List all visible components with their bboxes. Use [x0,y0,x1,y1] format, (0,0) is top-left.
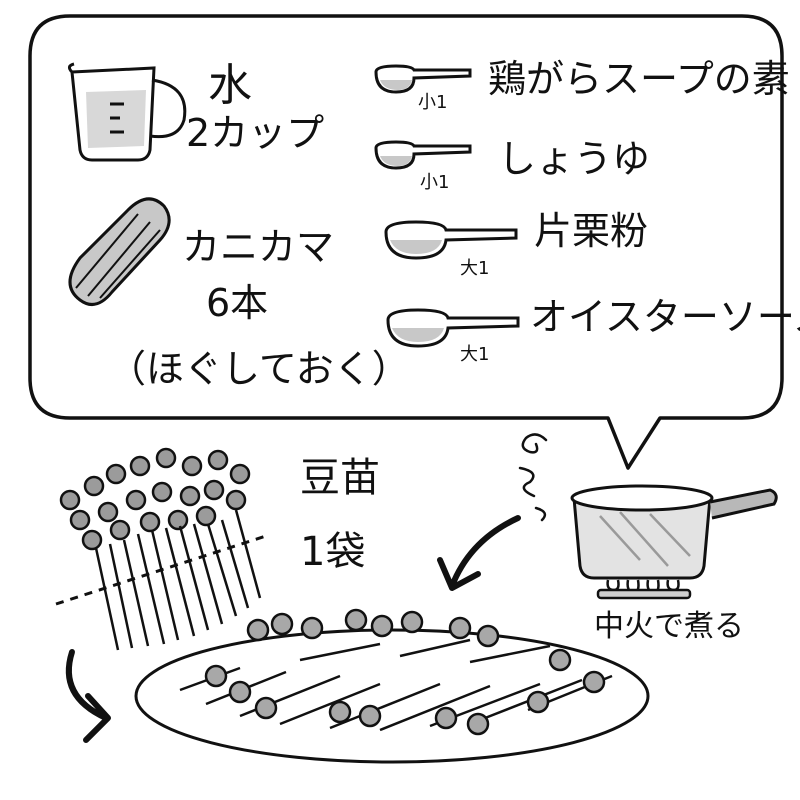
pot-icon [570,484,778,580]
plate-icon [134,608,650,764]
seasoning-label-2: しょうゆ [498,137,651,181]
crab-stick-amount: 6本 [206,281,269,325]
spoon-measure-2: 小1 [420,172,450,193]
steam-icon [518,433,548,522]
measuring-spoon-icon [386,308,520,348]
crab-stick-note: （ほぐしておく） [108,347,410,391]
crab-stick-icon [68,197,171,306]
measuring-cup-icon [67,62,187,162]
seasoning-label-4: オイスターソース [530,295,800,339]
seasoning-label-1: 鶏がらスープの素 [488,57,790,101]
spoon-measure-3: 大1 [460,258,490,279]
pea-sprouts-icon [59,447,262,651]
water-amount: 2カップ [186,111,325,155]
seasoning-label-3: 片栗粉 [534,209,649,253]
pea-sprouts-label: 豆苗 [300,455,380,501]
scissors-cut-line-icon [55,534,267,606]
arrow-icon [437,515,521,591]
crab-stick-label: カニカマ [182,225,335,269]
spoon-measure-4: 大1 [460,344,490,365]
arrow-icon [65,649,111,743]
spoon-measure-1: 小1 [418,92,448,113]
measuring-spoon-icon [374,64,472,94]
measuring-spoon-icon [384,220,518,260]
burner-flame-icon [596,579,692,600]
measuring-spoon-icon [374,140,472,170]
pea-sprouts-amount: 1袋 [300,529,366,575]
water-label: 水 [208,60,252,111]
cook-instruction: 中火で煮る [594,609,744,644]
